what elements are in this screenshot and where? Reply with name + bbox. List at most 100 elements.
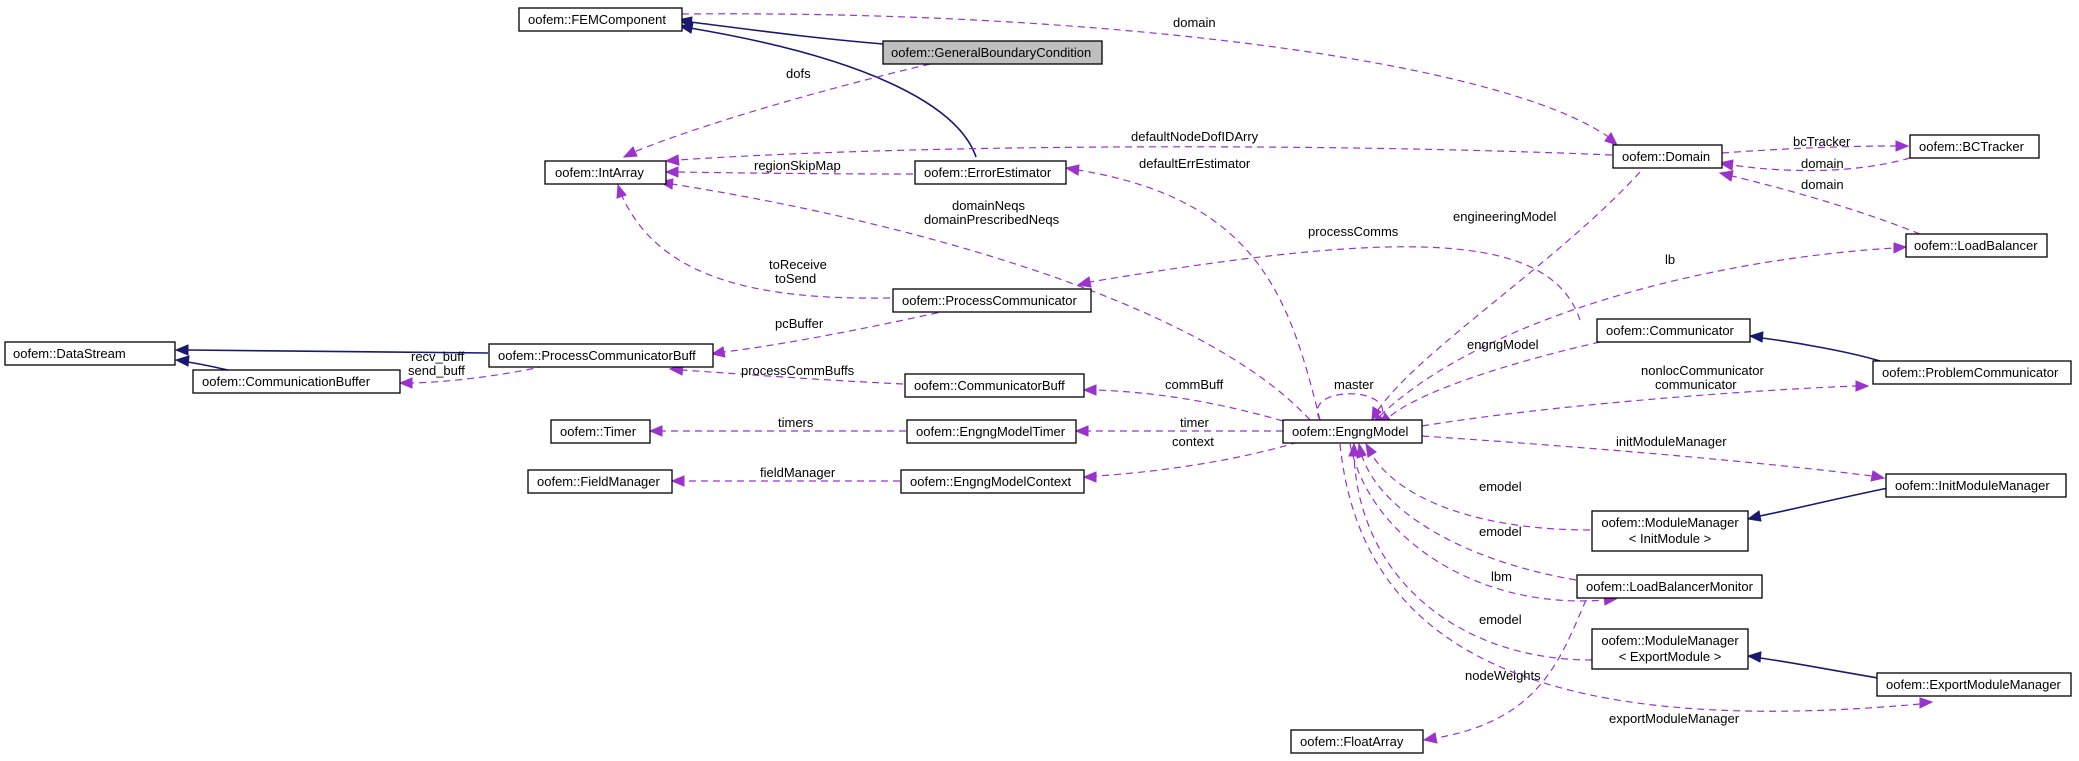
arrowhead-inherit: [1748, 331, 1764, 343]
arrowhead-usage: [1348, 442, 1360, 457]
edge-emodel-3: [1353, 455, 1593, 661]
label-communicator: communicator: [1655, 377, 1737, 392]
node-load-balancer[interactable]: oofem::LoadBalancer: [1905, 233, 2048, 258]
node-module-manager-export[interactable]: oofem::ModuleManager < ExportModule >: [1591, 628, 1749, 670]
node-int-array[interactable]: oofem::IntArray: [544, 160, 667, 185]
edge-default-err-estimator: [1077, 169, 1321, 421]
arrowhead-usage: [1604, 132, 1618, 146]
edge-problemcomm-to-communicator: [1761, 337, 1881, 362]
node-communicator-buff-label: oofem::CommunicatorBuff: [914, 378, 1065, 393]
node-float-array[interactable]: oofem::FloatArray: [1290, 729, 1424, 754]
arrowhead-usage: [1919, 697, 1934, 709]
node-init-module-manager-label: oofem::InitModuleManager: [1895, 478, 2050, 493]
edge-recv-buff: [411, 365, 546, 384]
node-engng-model-context[interactable]: oofem::EngngModelContext: [900, 469, 1085, 494]
node-problem-communicator-label: oofem::ProblemCommunicator: [1882, 365, 2059, 380]
label-emodel-3: emodel: [1479, 612, 1522, 627]
node-process-communicator-buff[interactable]: oofem::ProcessCommunicatorBuff: [488, 343, 714, 368]
node-engng-model[interactable]: oofem::EngngModel: [1282, 419, 1423, 444]
edge-to-receive: [621, 195, 891, 299]
arrowhead-usage: [622, 146, 638, 158]
node-process-communicator-label: oofem::ProcessCommunicator: [902, 293, 1078, 308]
edge-pcbuff-to-datastream: [187, 349, 489, 354]
node-general-boundary-condition-label: oofem::GeneralBoundaryCondition: [891, 45, 1091, 60]
node-timer[interactable]: oofem::Timer: [550, 419, 651, 444]
node-error-estimator[interactable]: oofem::ErrorEstimator: [914, 160, 1067, 185]
node-bc-tracker-label: oofem::BCTracker: [1919, 139, 2025, 154]
label-emodel-1: emodel: [1479, 479, 1522, 494]
edge-process-comm-buffs: [681, 369, 904, 385]
label-init-module-manager: initModuleManager: [1616, 434, 1727, 449]
node-domain[interactable]: oofem::Domain: [1612, 144, 1723, 169]
node-domain-label: oofem::Domain: [1622, 149, 1710, 164]
label-export-module-manager: exportModuleManager: [1609, 711, 1740, 726]
node-error-estimator-label: oofem::ErrorEstimator: [924, 165, 1052, 180]
label-timers: timers: [778, 415, 814, 430]
node-communication-buffer-label: oofem::CommunicationBuffer: [202, 374, 371, 389]
node-communication-buffer[interactable]: oofem::CommunicationBuffer: [192, 369, 401, 394]
label-pc-buffer: pcBuffer: [775, 316, 824, 331]
label-comm-buff: commBuff: [1165, 377, 1224, 392]
node-module-manager-init[interactable]: oofem::ModuleManager < InitModule >: [1591, 510, 1749, 552]
arrowhead-usage: [1422, 732, 1438, 744]
node-data-stream-label: oofem::DataStream: [13, 346, 126, 361]
edge-gbc-to-femcomponent: [689, 21, 884, 45]
node-bc-tracker[interactable]: oofem::BCTracker: [1909, 134, 2040, 159]
edge-exportmm-to-modulemanager: [1759, 657, 1879, 679]
label-bc-tracker: bcTracker: [1793, 134, 1851, 149]
arrowhead-usage: [1893, 242, 1908, 254]
arrowhead-usage: [398, 377, 413, 389]
usage-edges: [398, 13, 1934, 744]
label-lb-domain: domain: [1801, 177, 1844, 192]
edge-errorestimator-to-femcomponent: [689, 27, 977, 158]
arrowhead-usage: [1718, 159, 1734, 171]
edge-process-comms: [1089, 246, 1581, 321]
node-load-balancer-monitor-label: oofem::LoadBalancerMonitor: [1586, 579, 1754, 594]
node-data-stream[interactable]: oofem::DataStream: [4, 341, 176, 366]
arrowhead-inherit: [678, 22, 694, 34]
node-process-communicator[interactable]: oofem::ProcessCommunicator: [892, 288, 1092, 313]
label-master: master: [1334, 377, 1374, 392]
edge-engineering-model: [1377, 171, 1641, 411]
label-send-buff: send_buff: [408, 363, 465, 378]
node-fem-component[interactable]: oofem::FEMComponent: [518, 7, 683, 32]
label-process-comm-buffs: processCommBuffs: [741, 363, 855, 378]
edge-engng-model: [1387, 341, 1601, 419]
arrowhead-inherit: [174, 355, 190, 367]
node-engng-model-timer-label: oofem::EngngModelTimer: [916, 424, 1066, 439]
arrowhead-usage: [1082, 471, 1097, 483]
node-init-module-manager[interactable]: oofem::InitModuleManager: [1885, 473, 2067, 498]
edge-comm-buff: [1095, 389, 1284, 422]
edge-domain: [681, 13, 1611, 139]
node-export-module-manager[interactable]: oofem::ExportModuleManager: [1876, 672, 2072, 697]
node-float-array-label: oofem::FloatArray: [1300, 734, 1404, 749]
edge-init-module-manager: [1421, 435, 1873, 477]
node-load-balancer-label: oofem::LoadBalancer: [1914, 238, 2038, 253]
node-problem-communicator[interactable]: oofem::ProblemCommunicator: [1872, 360, 2072, 385]
edge-export-module-manager: [1339, 443, 1921, 712]
node-process-communicator-buff-label: oofem::ProcessCommunicatorBuff: [498, 348, 696, 363]
edge-domain-neqs: [671, 183, 1311, 421]
arrowhead-usage: [1074, 425, 1089, 437]
label-process-comms: processComms: [1308, 224, 1399, 239]
node-general-boundary-condition[interactable]: oofem::GeneralBoundaryCondition: [882, 40, 1103, 65]
arrowhead-usage: [1870, 470, 1886, 482]
node-load-balancer-monitor[interactable]: oofem::LoadBalancerMonitor: [1576, 574, 1763, 599]
arrowhead-usage: [1365, 442, 1377, 458]
node-engng-model-timer[interactable]: oofem::EngngModelTimer: [906, 419, 1077, 444]
label-field-manager: fieldManager: [760, 465, 836, 480]
label-engineering-model: engineeringModel: [1453, 209, 1556, 224]
label-context: context: [1172, 434, 1214, 449]
node-module-manager-export-line2: < ExportModule >: [1619, 649, 1722, 664]
arrowhead-usage: [1895, 140, 1910, 152]
arrowhead-usage: [616, 183, 627, 199]
node-fem-component-label: oofem::FEMComponent: [528, 12, 666, 27]
node-module-manager-export-line1: oofem::ModuleManager: [1601, 633, 1739, 648]
label-domain: domain: [1173, 15, 1216, 30]
label-bctracker-domain: domain: [1801, 156, 1844, 171]
node-communicator-buff[interactable]: oofem::CommunicatorBuff: [904, 373, 1085, 398]
node-field-manager[interactable]: oofem::FieldManager: [527, 469, 673, 494]
node-engng-model-label: oofem::EngngModel: [1292, 424, 1408, 439]
label-region-skip-map: regionSkipMap: [754, 158, 841, 173]
node-communicator[interactable]: oofem::Communicator: [1596, 318, 1751, 343]
